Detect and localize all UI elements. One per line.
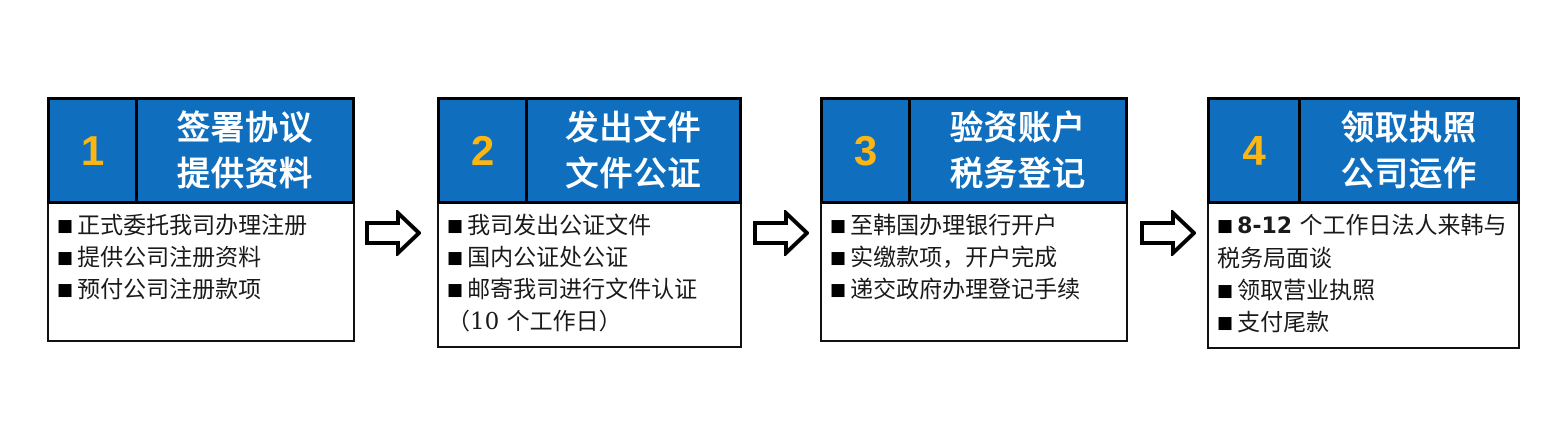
step-2-title: 发出文件 文件公证 [528,100,739,201]
step-4-body: ■8-12 个工作日法人来韩与税务局面谈 ■领取营业执照 ■支付尾款 [1207,204,1520,349]
step-3-bullet-2: ■实缴款项，开户完成 [830,242,1120,274]
step-1-bullet-2-text: 提供公司注册资料 [77,245,262,271]
step-4-bullet-2-text: 领取营业执照 [1237,278,1376,304]
step-4-bullet-3-text: 支付尾款 [1237,310,1330,336]
step-3-bullet-1: ■至韩国办理银行开户 [830,210,1120,242]
step-1-bullet-3-text: 预付公司注册款项 [77,277,262,303]
step-2-body: ■我司发出公证文件 ■国内公证处公证 ■邮寄我司进行文件认证（10 个工作日） [437,204,742,348]
arrow-step3-to-step4 [1140,210,1196,256]
step-2-title-line-2: 文件公证 [565,153,702,193]
step-2-title-line-1: 发出文件 [565,107,702,147]
bullet-square-icon: ■ [57,280,74,300]
step-1-title: 签署协议 提供资料 [138,100,352,201]
bullet-square-icon: ■ [830,280,847,300]
step-3-header-divider [908,100,911,201]
step-1-header-divider [135,100,138,201]
step-3-bullet-1-text: 至韩国办理银行开户 [850,213,1058,239]
step-4-header-divider [1298,100,1301,201]
step-4-title: 领取执照 公司运作 [1301,100,1517,201]
step-1-bullet-1-text: 正式委托我司办理注册 [77,213,308,239]
step-4-title-line-2: 公司运作 [1341,153,1477,193]
step-3-title: 验资账户 税务登记 [911,100,1125,201]
step-3-bullet-3-text: 递交政府办理登记手续 [850,277,1081,303]
process-step-4: 4 领取执照 公司运作 ■8-12 个工作日法人来韩与税务局面谈 ■领取营业执照… [1207,97,1520,349]
step-1-number: 1 [50,100,135,201]
bullet-square-icon: ■ [830,216,847,236]
step-2-number: 2 [440,100,525,201]
bullet-square-icon: ■ [447,216,464,236]
step-4-bullet-1-emphasis: 8-12 [1237,214,1293,239]
step-4-bullet-1: ■8-12 个工作日法人来韩与税务局面谈 [1217,210,1512,275]
step-3-title-line-2: 税务登记 [950,153,1086,193]
step-3-bullet-2-text: 实缴款项，开户完成 [850,245,1058,271]
step-2-bullet-2-text: 国内公证处公证 [467,245,629,271]
step-2-header-divider [525,100,528,201]
step-2-header: 2 发出文件 文件公证 [437,97,742,204]
step-4-number: 4 [1210,100,1298,201]
step-2-bullet-1-text: 我司发出公证文件 [467,213,652,239]
bullet-square-icon: ■ [57,248,74,268]
bullet-square-icon: ■ [1217,313,1234,333]
step-1-bullet-3: ■预付公司注册款项 [57,274,347,306]
step-3-body: ■至韩国办理银行开户 ■实缴款项，开户完成 ■递交政府办理登记手续 [820,204,1128,342]
bullet-square-icon: ■ [1217,216,1234,236]
step-3-number: 3 [823,100,908,201]
bullet-square-icon: ■ [447,248,464,268]
step-4-bullet-2: ■领取营业执照 [1217,275,1512,307]
bullet-square-icon: ■ [830,248,847,268]
step-4-title-line-1: 领取执照 [1341,107,1477,147]
step-4-bullet-1-text: 个工作日法人来韩与税务局面谈 [1217,213,1507,272]
step-3-title-line-1: 验资账户 [950,107,1086,147]
process-step-2: 2 发出文件 文件公证 ■我司发出公证文件 ■国内公证处公证 ■邮寄我司进行文件… [437,97,742,348]
bullet-square-icon: ■ [1217,281,1234,301]
step-1-title-line-1: 签署协议 [177,107,313,147]
step-1-header: 1 签署协议 提供资料 [47,97,355,204]
process-step-3: 3 验资账户 税务登记 ■至韩国办理银行开户 ■实缴款项，开户完成 ■递交政府办… [820,97,1128,342]
arrow-step2-to-step3 [753,210,809,256]
step-4-header: 4 领取执照 公司运作 [1207,97,1520,204]
step-2-bullet-3-text: 邮寄我司进行文件认证（10 个工作日） [447,277,698,335]
step-4-bullet-3: ■支付尾款 [1217,307,1512,339]
bullet-square-icon: ■ [57,216,74,236]
step-2-bullet-2: ■国内公证处公证 [447,242,734,274]
step-1-title-line-2: 提供资料 [177,153,313,193]
step-3-bullet-3: ■递交政府办理登记手续 [830,274,1120,306]
step-1-body: ■正式委托我司办理注册 ■提供公司注册资料 ■预付公司注册款项 [47,204,355,342]
step-2-bullet-1: ■我司发出公证文件 [447,210,734,242]
step-1-bullet-1: ■正式委托我司办理注册 [57,210,347,242]
step-2-bullet-3: ■邮寄我司进行文件认证（10 个工作日） [447,274,734,338]
step-1-bullet-2: ■提供公司注册资料 [57,242,347,274]
bullet-square-icon: ■ [447,280,464,300]
process-step-1: 1 签署协议 提供资料 ■正式委托我司办理注册 ■提供公司注册资料 ■预付公司注… [47,97,355,342]
arrow-step1-to-step2 [365,210,421,256]
step-3-header: 3 验资账户 税务登记 [820,97,1128,204]
